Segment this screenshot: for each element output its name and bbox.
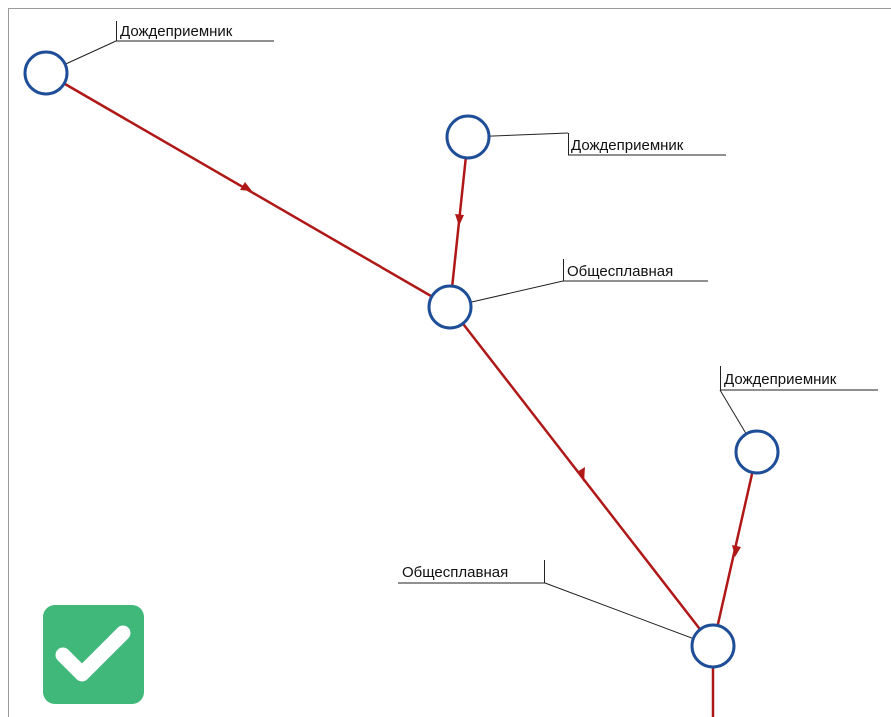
node-combined-sewer[interactable] [690, 623, 736, 669]
flow-arrow-icon [240, 182, 252, 191]
node-label: Общесплавная [567, 263, 673, 280]
canvas-frame [8, 8, 891, 717]
node-stormwater-inlet[interactable] [445, 114, 491, 160]
leader-line [544, 582, 714, 647]
labels-layer: Дождеприемник Дождеприемник Общесплавная… [45, 21, 878, 647]
flow-arrow-icon [732, 545, 741, 557]
pipes-layer [45, 71, 759, 717]
checkmark-icon [55, 625, 131, 682]
node-stormwater-inlet[interactable] [23, 50, 69, 96]
node-label: Общесплавная [402, 564, 508, 581]
node-combined-sewer[interactable] [427, 284, 473, 330]
node-label: Дождеприемник [724, 371, 837, 388]
node-label: Дождеприемник [571, 137, 684, 154]
node-stormwater-inlet[interactable] [734, 429, 780, 475]
node-label: Дождеприемник [120, 23, 233, 40]
flow-arrow-icon [577, 467, 585, 482]
nodes-layer [23, 50, 780, 669]
status-check-badge[interactable] [43, 605, 144, 704]
flow-arrow-icon [455, 214, 464, 226]
